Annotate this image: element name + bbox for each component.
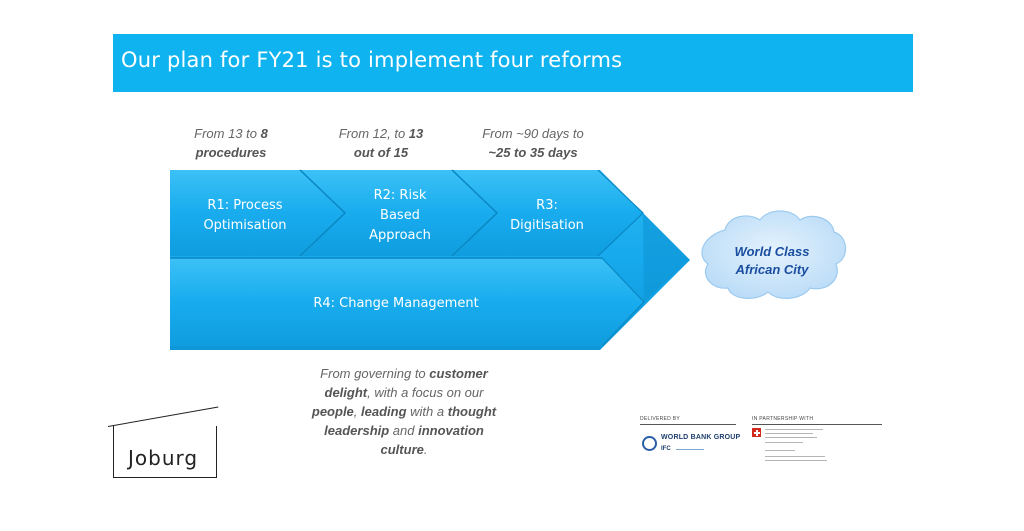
logo-text: Joburg (128, 446, 199, 470)
culture-part-11: . (423, 442, 428, 457)
vision-line1: World Class (734, 244, 810, 259)
target-r1-bold2: procedures (195, 145, 267, 160)
r2-label-line1: R2: Risk (373, 188, 427, 203)
culture-part-9: and (389, 423, 419, 438)
swiss-cross-icon (752, 428, 761, 437)
culture-part-2: customer delight (324, 366, 488, 400)
arrow-head-shade (643, 213, 690, 302)
ifc-tagline (676, 449, 704, 450)
r1-label-line2: Optimisation (203, 218, 287, 233)
target-r3-bold2: ~25 to 35 days (488, 145, 578, 160)
target-r2-bold2: out of 15 (353, 145, 409, 160)
vision-line2: African City (735, 262, 809, 277)
seco-fine-print-2 (765, 433, 813, 434)
r2-label-line3: Approach (369, 228, 431, 243)
seco-fine-print-5 (765, 450, 795, 451)
r3-label-line1: R3: (536, 198, 558, 213)
r1-chevron (170, 170, 345, 256)
culture-part-8: thought leadership (324, 404, 497, 438)
culture-part-3: , with a focus on our (367, 385, 484, 400)
culture-part-4: people (311, 404, 354, 419)
target-r2-pre: From 12, to (338, 126, 409, 141)
world-bank-globe-icon (642, 436, 657, 451)
r4-band (170, 258, 644, 346)
world-bank-group-name: WORLD BANK GROUP (661, 434, 741, 441)
culture-part-1: From governing to (320, 366, 430, 381)
r2-label: R2: Risk Based Approach (340, 186, 460, 246)
r1-label-line1: R1: Process (207, 198, 283, 213)
ifc-name: IFC (661, 446, 671, 452)
title-bar: Our plan for FY21 is to implement four r… (113, 34, 913, 92)
target-r1-bold1: 8 (260, 126, 268, 141)
target-r1: From 13 to 8 procedures (156, 124, 306, 162)
r2-chevron (302, 170, 497, 256)
seco-fine-print-6 (765, 456, 825, 457)
target-r3-pre: From ~90 days to (482, 126, 584, 141)
r2-label-line2: Based (380, 208, 420, 223)
culture-statement: From governing to customer delight, with… (300, 364, 508, 459)
page-title: Our plan for FY21 is to implement four r… (121, 48, 623, 72)
culture-part-5: , (353, 404, 362, 419)
r4-label: R4: Change Management (313, 296, 479, 311)
r3-chevron (454, 170, 643, 256)
culture-part-6: leading (361, 404, 407, 419)
delivered-by-rule (640, 424, 736, 425)
target-r2: From 12, to 13 out of 15 (306, 124, 456, 162)
r3-label-line2: Digitisation (510, 218, 584, 233)
seco-fine-print-7 (765, 460, 827, 461)
seco-fine-print-1 (765, 429, 823, 430)
seco-fine-print-3 (765, 437, 817, 438)
delivered-by-label: DELIVERED BY (640, 416, 681, 422)
target-r2-bold1: 13 (408, 126, 424, 141)
culture-part-7: with a (406, 404, 448, 419)
seco-fine-print-4 (765, 442, 803, 443)
vision-cloud (701, 210, 847, 299)
r1-r2-separator (299, 169, 347, 257)
r1-label: R1: Process Optimisation (180, 196, 310, 236)
vision-text: World Class African City (720, 243, 824, 279)
target-r3: From ~90 days to ~25 to 35 days (458, 124, 608, 162)
joburg-logo: Joburg (107, 406, 219, 478)
r3-label: R3: Digitisation (488, 196, 606, 236)
target-r1-pre: From 13 to (194, 126, 261, 141)
culture-part-10: innovation culture (380, 423, 484, 457)
r2-r3-separator (451, 169, 499, 257)
partnership-label: IN PARTNERSHIP WITH (752, 416, 814, 422)
partnership-rule (752, 424, 882, 425)
